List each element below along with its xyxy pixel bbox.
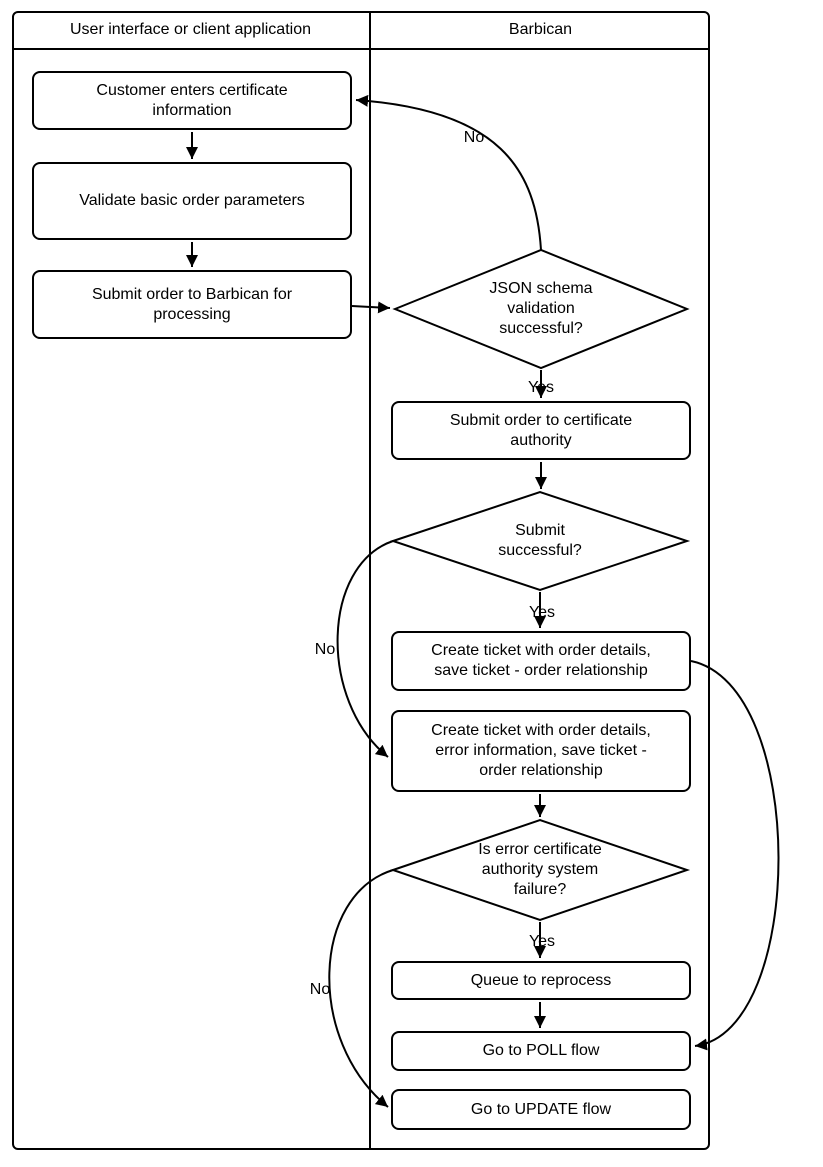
- edge-label-no-ca-failure: No: [309, 981, 331, 998]
- edge-label-no-json-validation: No: [463, 129, 485, 146]
- lane-header-ui: User interface or client application: [69, 21, 311, 38]
- node-goto-update-flow: Go to UPDATE flow: [391, 1089, 691, 1130]
- decision-submit-successful-shape: [389, 490, 691, 592]
- edge-label-yes-json-validation: Yes: [527, 379, 555, 396]
- node-queue-reprocess: Queue to reprocess: [391, 961, 691, 1000]
- edge-submitok-no-curve: [336, 540, 394, 758]
- node-create-ticket-error: Create ticket with order details, error …: [391, 710, 691, 792]
- node-submit-order-barbican: Submit order to Barbican for processing: [32, 270, 352, 339]
- node-validate-order-params: Validate basic order parameters: [32, 162, 352, 240]
- decision-submit-successful-label: Submit successful?: [498, 522, 582, 559]
- edge-ticket-to-poll-curve: [690, 660, 780, 1051]
- edge-submit-to-jsonvalidation: [351, 301, 391, 314]
- decision-json-schema-validation-shape: [392, 248, 690, 370]
- edge-jsonvalidation-no-curve: [355, 94, 542, 251]
- node-goto-poll-flow: Go to POLL flow: [391, 1031, 691, 1071]
- edge-label-no-submit-successful: No: [314, 641, 336, 658]
- decision-ca-system-failure-shape: [389, 818, 691, 922]
- decision-ca-system-failure-label: Is error certificate authority system fa…: [478, 841, 602, 898]
- edge-cafailure-no-curve: [328, 869, 394, 1108]
- node-customer-enters-cert: Customer enters certificate information: [32, 71, 352, 130]
- edge-label-yes-ca-failure: Yes: [528, 933, 556, 950]
- lane-divider: [369, 11, 371, 1150]
- swimlane-frame: [12, 11, 710, 1150]
- lane-header-separator: [12, 48, 710, 50]
- node-submit-order-ca: Submit order to certificate authority: [391, 401, 691, 460]
- node-create-ticket-order: Create ticket with order details, save t…: [391, 631, 691, 691]
- lane-header-barbican: Barbican: [508, 21, 573, 38]
- decision-json-schema-validation-label: JSON schema validation successful?: [489, 280, 593, 337]
- edge-label-yes-submit-successful: Yes: [528, 604, 556, 621]
